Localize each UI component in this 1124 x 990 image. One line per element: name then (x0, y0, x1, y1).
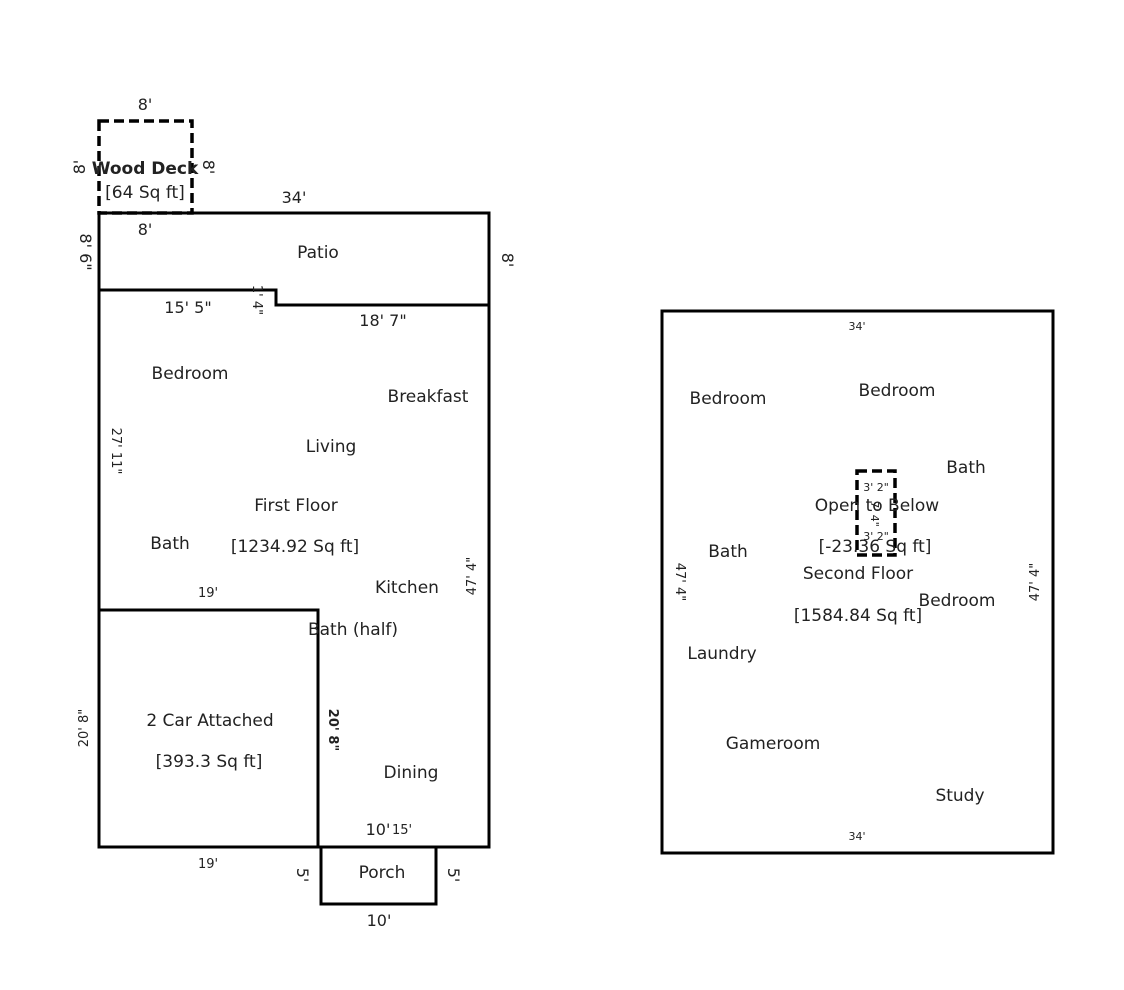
first-floor-outline (97, 211, 491, 849)
wood-deck-dim-top: 8' (138, 95, 153, 114)
second-floor-dim-top: 34' (848, 320, 865, 333)
wood-deck-dim-bottom: 8' (138, 220, 153, 239)
porch-dim-right: 5' (444, 868, 463, 883)
open-to-below-area: [-23.36 Sq ft] (819, 537, 932, 557)
room-bedroom: Bedroom (152, 364, 229, 384)
second-floor-dim-left: 47' 4" (672, 563, 687, 602)
room-bedroom-right: Bedroom (919, 591, 996, 611)
wood-deck-outline (97, 119, 194, 215)
wood-deck-area: [64 Sq ft] (105, 183, 185, 203)
garage-wall (99, 608, 320, 847)
open-to-below-outline (855, 469, 897, 557)
second-floor-dim-bottom: 34' (848, 830, 865, 843)
second-floor-area: [1584.84 Sq ft] (794, 606, 922, 626)
garage-label: 2 Car Attached (146, 711, 273, 731)
patio-dim-left: 8' 6" (76, 233, 95, 270)
second-floor-outline (660, 309, 1055, 855)
patio-wall (99, 288, 489, 307)
step-dim-left: 15' 5" (164, 298, 211, 317)
garage-dim-left: 20' 8" (77, 709, 92, 748)
wood-deck-label: Wood Deck (92, 159, 199, 179)
porch-dim-left: 5' (293, 868, 312, 883)
garage-area: [393.3 Sq ft] (156, 752, 263, 772)
wood-deck-dim-left: 8' (70, 160, 89, 175)
open-to-below-dim-side: 7' 4" (868, 501, 881, 527)
room-bath-half: Bath (half) (308, 620, 398, 640)
porch-outline (319, 845, 438, 906)
first-floor-plan: 8' 8' 8' 8' Wood Deck [64 Sq ft] 34' Pat… (70, 95, 517, 930)
room-gameroom: Gameroom (726, 734, 821, 754)
room-bath-right: Bath (946, 458, 986, 478)
first-floor-dim-left: 27' 11" (108, 428, 123, 475)
porch-dim-top-b: 15' (392, 823, 412, 838)
room-laundry: Laundry (687, 644, 756, 664)
room-study: Study (935, 786, 984, 806)
open-to-below-label: Open to Below (815, 496, 940, 516)
room-bath: Bath (150, 534, 190, 554)
patio-label: Patio (297, 243, 339, 263)
porch-dim-bottom: 10' (367, 911, 392, 930)
second-floor-label: Second Floor (803, 564, 913, 584)
open-to-below-dim-top: 3' 2" (863, 481, 889, 494)
garage-dim-top: 19' (198, 586, 218, 601)
wood-deck-dim-right: 8' (199, 160, 218, 175)
second-floor-dim-right: 47' 4" (1028, 563, 1043, 602)
patio-dim-right: 8' (498, 253, 517, 268)
room-breakfast: Breakfast (388, 387, 469, 407)
room-bedroom-left: Bedroom (690, 389, 767, 409)
patio-dim-top: 34' (282, 188, 307, 207)
room-kitchen: Kitchen (375, 578, 439, 598)
first-floor-area: [1234.92 Sq ft] (231, 537, 359, 557)
room-living: Living (306, 437, 357, 457)
garage-dim-bottom: 19' (198, 857, 218, 872)
step-dim-vertical: 1' 4" (249, 285, 264, 315)
first-floor-label: First Floor (254, 496, 337, 516)
first-floor-dim-right: 47' 4" (465, 557, 480, 596)
room-dining: Dining (384, 763, 439, 783)
open-to-below-dim-bottom: 3' 2" (863, 530, 889, 543)
porch-dim-top-a: 10' (366, 820, 391, 839)
step-dim-right: 18' 7" (359, 311, 406, 330)
room-bedroom-top: Bedroom (859, 381, 936, 401)
garage-dim-right: 20' 8" (325, 709, 340, 751)
porch-label: Porch (359, 863, 406, 883)
second-floor-plan: 34' 34' 47' 4" 47' 4" Bedroom Bedroom Ba… (660, 309, 1055, 855)
room-bath-left: Bath (708, 542, 748, 562)
